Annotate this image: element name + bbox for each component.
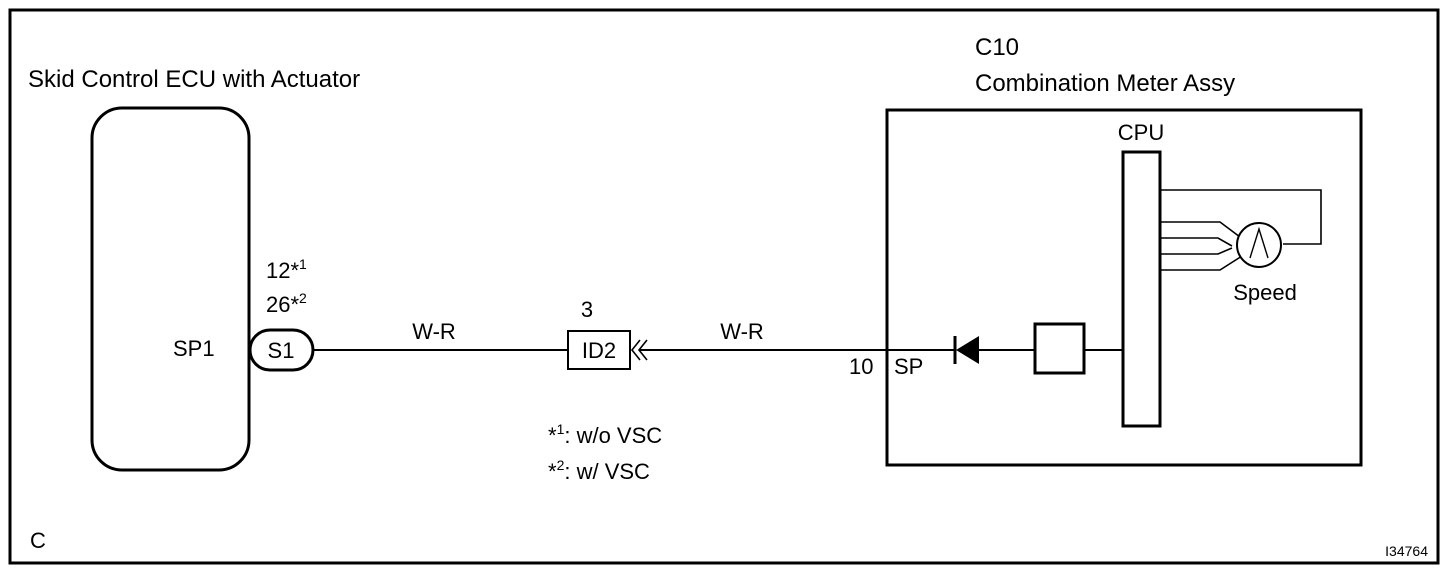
diode-triangle bbox=[956, 336, 979, 364]
junction-chevron-2 bbox=[637, 339, 648, 361]
speed-gauge-icon bbox=[1236, 222, 1282, 268]
ecu-title: Skid Control ECU with Actuator bbox=[28, 66, 360, 93]
footnote-1: *1: w/o VSC bbox=[548, 421, 662, 448]
ecu-pin-note-1: 12*1 bbox=[266, 256, 307, 283]
ecu-pin-note-2: 26*2 bbox=[266, 290, 307, 317]
cpu-gauge-wire-2 bbox=[1160, 237, 1233, 247]
cpu-gauge-wire-top bbox=[1160, 189, 1322, 245]
corner-letter: C bbox=[30, 528, 46, 553]
junction-label: ID2 bbox=[582, 338, 616, 363]
ecu-connector-label: S1 bbox=[268, 338, 295, 363]
diagram-frame bbox=[8, 8, 1440, 565]
figure-id: I34764 bbox=[1385, 543, 1428, 559]
junction-chevron-1 bbox=[630, 339, 641, 361]
meter-title: Combination Meter Assy bbox=[975, 70, 1235, 97]
cpu-gauge-wire-1 bbox=[1160, 221, 1241, 238]
wire-left-color: W-R bbox=[412, 319, 456, 344]
cpu-gauge-wire-4 bbox=[1160, 255, 1243, 271]
meter-box bbox=[885, 108, 1363, 467]
meter-code: C10 bbox=[975, 34, 1019, 61]
buffer-square bbox=[1033, 322, 1086, 375]
footnote-2: *2: w/ VSC bbox=[548, 457, 650, 484]
junction-box bbox=[567, 330, 631, 370]
meter-terminal-name: SP bbox=[894, 354, 923, 379]
speed-gauge-label: Speed bbox=[1233, 280, 1297, 305]
meter-terminal-pin: 10 bbox=[849, 354, 873, 379]
cpu-block bbox=[1121, 150, 1162, 428]
cpu-label: CPU bbox=[1118, 120, 1164, 145]
speed-gauge-needle-icon bbox=[1249, 226, 1269, 259]
ecu-box bbox=[90, 106, 251, 472]
wire-right-color: W-R bbox=[720, 319, 764, 344]
ecu-terminal-name: SP1 bbox=[173, 336, 215, 361]
cpu-gauge-wire-3 bbox=[1160, 247, 1233, 255]
junction-pin: 3 bbox=[581, 297, 593, 322]
